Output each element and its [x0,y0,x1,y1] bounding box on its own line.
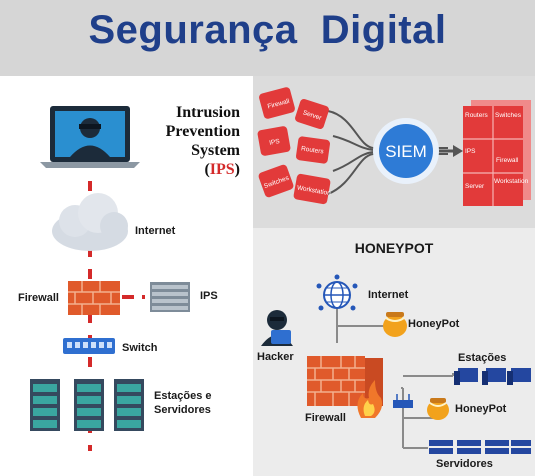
siem-arrow-head [453,145,463,157]
switch-icon [63,338,115,354]
honeypot-label-2: HoneyPot [455,403,507,415]
workstations-icon [454,368,531,385]
left-piece-label-4: Routers [301,145,325,155]
left-piece-label-3: IPS [269,138,281,147]
right-piece-label-1: Routers [465,112,489,119]
right-piece-label-2: Switches [495,112,522,119]
ips-title-abbr-line: (IPS) [130,160,240,179]
right-piece-label-6: Workstation [494,178,529,185]
switch-label: Switch [122,342,158,354]
page-title: Segurança Digital [88,8,447,52]
honeypot-diagram [261,274,531,454]
header-band [0,0,535,76]
siem-circle [379,124,433,178]
honeypot-panel [253,228,535,476]
flame-icon [357,380,383,418]
ips-title-line-2: Prevention [165,123,240,140]
globe-icon [316,274,358,311]
honeypot-title: HONEYPOT [354,240,434,256]
honeypot-label-1: HoneyPot [408,318,460,330]
honeypot-jar-icon-2 [427,398,449,420]
stations-label-2: Servidores [154,404,211,416]
server-rack-icons [429,440,531,454]
firewall-label: Firewall [18,292,59,304]
cloud-icon [52,193,128,251]
hacker-label: Hacker [257,351,294,363]
ips-diagram [30,106,190,451]
siem-diagram: Firewall Server IPS Routers Switches Wor… [257,87,531,206]
ips-title: Intrusion Prevention System (IPS) [130,103,240,179]
ips-appliance-icon [150,282,190,312]
siem-label: SIEM [385,142,427,161]
right-piece-label-4: Firewall [496,157,519,164]
ips-title-line-1: Intrusion [175,104,240,121]
internet-label: Internet [135,225,176,237]
firewall-brick-icon [68,281,120,315]
right-piece-label-3: IPS [465,148,476,155]
ips-abbr-open: ( [204,161,210,178]
honeypot-jar-icon-1 [383,312,407,337]
right-puzzle-block: Routers Switches IPS Firewall Server Wor… [463,100,531,206]
stations-label-1: Estações e [154,390,212,402]
ips-abbr: IPS [209,161,235,178]
hacker-icon [261,310,293,346]
right-piece-label-5: Server [465,183,485,190]
servers-label: Servidores [436,458,493,470]
ips-abbr-close: ) [234,161,240,178]
router-icon [393,394,413,408]
stations-label: Estações [458,352,507,364]
ips-title-line-3: System [191,142,240,159]
left-puzzle-pieces: Firewall Server IPS Routers Switches Wor… [257,87,332,205]
laptop-hacker-icon [40,106,140,168]
ips-device-label: IPS [200,290,218,302]
servers-icon [30,379,144,431]
honeypot-firewall-label: Firewall [305,412,346,424]
honeypot-internet-label: Internet [368,289,409,301]
